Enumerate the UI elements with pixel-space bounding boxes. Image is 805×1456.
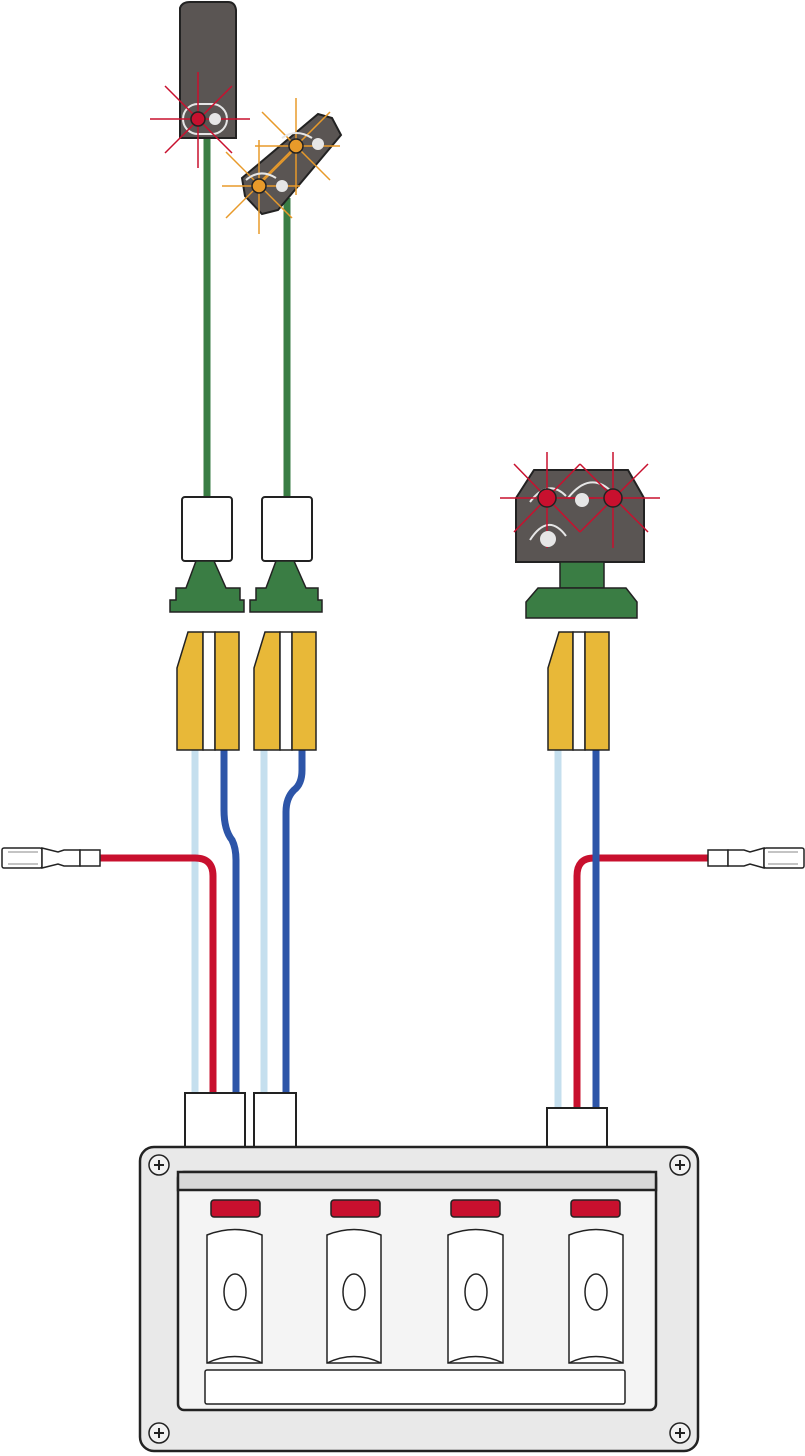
- mount-base: [169, 560, 245, 613]
- indicator-led: [330, 1199, 381, 1218]
- signal-head: [515, 469, 645, 563]
- connector-left-2: [253, 631, 317, 751]
- mount-neck: [559, 561, 605, 589]
- dwarf-signal: [500, 452, 660, 619]
- screw-icon: [669, 1154, 691, 1176]
- lamp-off: [312, 138, 324, 150]
- wires: [100, 138, 708, 1108]
- panel-top-strip: [176, 1170, 658, 1192]
- screw-icon: [669, 1422, 691, 1444]
- lamp-housing: [245, 172, 277, 181]
- indicator-led: [450, 1199, 501, 1218]
- panel-plugs: [184, 1092, 608, 1149]
- flat-plug-left: [1, 847, 101, 869]
- lamp-housing: [281, 132, 313, 139]
- mast-signal-red: [150, 0, 250, 168]
- lamp-red-on: [537, 488, 557, 508]
- lamp-off: [276, 180, 288, 192]
- decoder-box: [261, 496, 313, 562]
- signal-head: [240, 112, 343, 216]
- wire-blue: [282, 750, 306, 1093]
- panel-plug: [546, 1107, 608, 1149]
- mount-base: [525, 587, 638, 619]
- wire-blue: [220, 750, 240, 1093]
- lamp-housing: [529, 524, 567, 541]
- indicator-led: [210, 1199, 261, 1218]
- lamp-orange-on: [251, 178, 267, 194]
- switch-2[interactable]: [326, 1199, 382, 1364]
- panel-plug: [253, 1092, 297, 1149]
- connectors: [176, 631, 610, 751]
- lamp-orange-on: [288, 138, 304, 154]
- switch-3[interactable]: [447, 1199, 504, 1364]
- lamp-red-on: [190, 111, 206, 127]
- screw-icon: [148, 1154, 170, 1176]
- switch-panel: [138, 1145, 700, 1453]
- switch-1[interactable]: [206, 1199, 263, 1364]
- switch-hole: [342, 1273, 366, 1311]
- lamp-red-on: [603, 488, 623, 508]
- switch-hole: [223, 1273, 247, 1311]
- indicator-led: [570, 1199, 621, 1218]
- mount-base: [249, 560, 323, 613]
- screw-icon: [148, 1422, 170, 1444]
- lamp-off: [209, 113, 221, 125]
- mast-signal-double-orange: [222, 98, 343, 234]
- signal-bases-left: [169, 496, 323, 613]
- lamp-housing: [567, 481, 613, 499]
- connector-right: [547, 631, 610, 751]
- switch-4[interactable]: [568, 1199, 624, 1364]
- panel-label-strip: [204, 1369, 626, 1405]
- switch-hole: [584, 1273, 608, 1311]
- panel-plug: [184, 1092, 246, 1149]
- switch-hole: [464, 1273, 488, 1311]
- wire-red: [100, 854, 217, 1093]
- lamp-off: [575, 493, 589, 507]
- lamp-off: [540, 531, 556, 547]
- flat-plug-right: [707, 847, 805, 869]
- decoder-box: [181, 496, 233, 562]
- connector-left-1: [176, 631, 240, 751]
